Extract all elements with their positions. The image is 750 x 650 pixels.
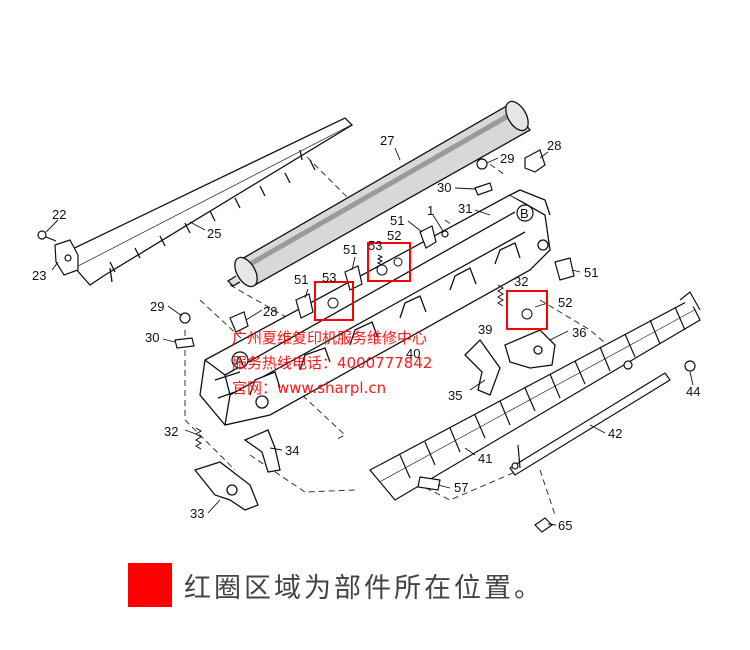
marker-a: A — [231, 351, 249, 369]
part-33-34-arms — [193, 429, 281, 511]
label-53-a: 53 — [368, 238, 382, 253]
watermark-line-2: 服务热线电话：4000777842 — [232, 354, 432, 372]
label-25: 25 — [207, 226, 221, 241]
label-30-left: 30 — [145, 330, 159, 345]
label-29-left: 29 — [150, 299, 164, 314]
label-65: 65 — [558, 518, 572, 533]
label-52-b: 52 — [558, 295, 572, 310]
fuser-frame — [199, 189, 551, 426]
label-31: 31 — [458, 201, 472, 216]
leader-lines — [45, 147, 694, 526]
label-33: 33 — [190, 506, 204, 521]
watermark-line-3: 官网：www.sharpl.cn — [232, 379, 386, 397]
label-52-a: 52 — [387, 228, 401, 243]
label-36: 36 — [572, 325, 586, 340]
part-41-lower-guide — [369, 291, 701, 501]
label-42: 42 — [608, 426, 622, 441]
label-1: 1 — [427, 203, 434, 218]
label-51-b: 51 — [343, 242, 357, 257]
label-28-top: 28 — [547, 138, 561, 153]
highlight-box-1 — [367, 242, 411, 282]
part-labels: 27 28 29 30 22 23 25 51 1 31 53 52 29 28… — [32, 133, 700, 533]
marker-b-label: B — [520, 206, 529, 221]
part-42-shaft — [509, 372, 671, 476]
watermark: 广州夏维复印机服务维修中心 服务热线电话：4000777842 官网：www.s… — [232, 329, 432, 397]
label-22: 22 — [52, 207, 66, 222]
small-parts — [174, 149, 696, 533]
label-44: 44 — [686, 384, 700, 399]
label-30-top: 30 — [437, 180, 451, 195]
label-32-right: 32 — [514, 274, 528, 289]
label-28-left: 28 — [263, 304, 277, 319]
marker-a-label: A — [235, 353, 244, 368]
legend-text: 红圈区域为部件所在位置。 — [184, 572, 544, 604]
watermark-line-1: 广州夏维复印机服务维修中心 — [232, 329, 427, 347]
highlight-box-2 — [314, 281, 354, 321]
label-51-d: 51 — [584, 265, 598, 280]
part-25-upper-guide — [58, 117, 354, 286]
label-40: 40 — [406, 346, 420, 361]
part-23-bracket — [54, 239, 79, 276]
label-23: 23 — [32, 268, 46, 283]
marker-b: B — [516, 204, 534, 222]
label-39: 39 — [478, 322, 492, 337]
springs-32 — [195, 254, 504, 450]
highlighted-parts — [327, 257, 533, 320]
legend-swatch — [128, 563, 172, 607]
label-51-c: 51 — [294, 272, 308, 287]
highlight-boxes — [314, 242, 548, 330]
highlight-box-3 — [506, 290, 548, 330]
label-34: 34 — [285, 443, 299, 458]
label-41: 41 — [478, 451, 492, 466]
part-22-screw — [37, 230, 57, 242]
label-29-top: 29 — [500, 151, 514, 166]
label-35: 35 — [448, 388, 462, 403]
label-57: 57 — [454, 480, 468, 495]
label-51-a: 51 — [390, 213, 404, 228]
label-53-b: 53 — [322, 270, 336, 285]
label-27: 27 — [380, 133, 394, 148]
label-32-left: 32 — [164, 424, 178, 439]
part-27-fuser-roller — [226, 100, 531, 288]
legend: 红圈区域为部件所在位置。 — [128, 563, 544, 607]
